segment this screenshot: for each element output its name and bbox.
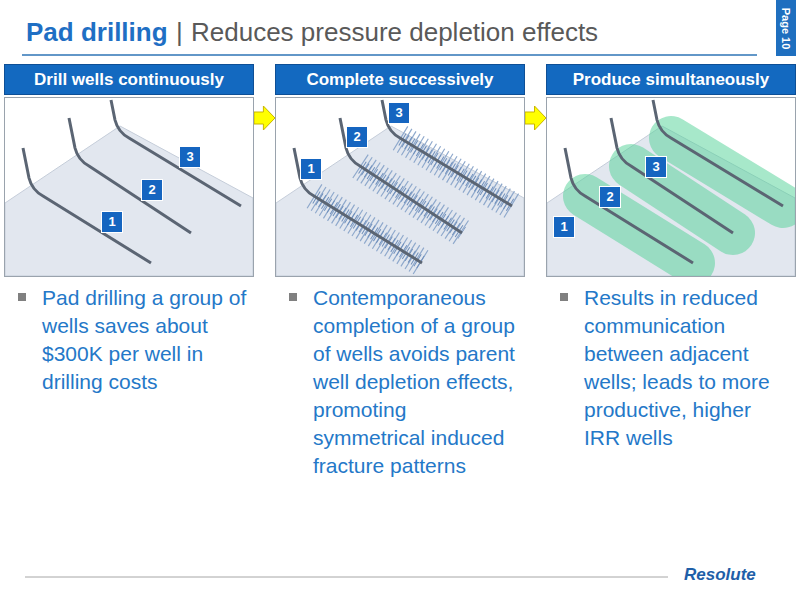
wellbore <box>611 118 733 233</box>
header-text: Produce simultaneously <box>573 70 770 89</box>
well-illustration <box>276 100 524 276</box>
wellbore <box>382 100 512 206</box>
page-tab <box>776 0 796 56</box>
well-illustration <box>547 100 795 276</box>
header-text: Complete successively <box>306 70 493 89</box>
flow-arrow <box>254 106 275 130</box>
well-illustration <box>5 100 253 276</box>
callout-number: 3 <box>645 156 667 178</box>
footer-rule <box>25 577 668 578</box>
title-rule <box>22 54 757 56</box>
header-band: Drill wells continuously <box>4 64 254 95</box>
wellbore <box>69 118 191 233</box>
callout-number: 2 <box>346 126 368 148</box>
callout-number: 2 <box>141 179 163 201</box>
illustration-panel <box>275 97 525 277</box>
reservoir-plane <box>547 126 795 276</box>
wellbore <box>653 100 783 206</box>
callout-number: 2 <box>599 186 621 208</box>
slide-title: Pad drilling <box>26 17 168 48</box>
bullet-text: Contemporaneous completion of a group of… <box>313 284 521 480</box>
illustration-panel <box>546 97 796 277</box>
title-separator: | <box>176 17 183 48</box>
callout-number: 1 <box>553 216 575 238</box>
flow-arrow <box>525 106 546 130</box>
wellbore <box>340 118 462 233</box>
callout-number: 3 <box>388 102 410 124</box>
callout-number: 1 <box>300 158 322 180</box>
bullet-mark <box>560 293 568 301</box>
wellbore <box>111 100 241 206</box>
header-band: Complete successively <box>275 64 525 95</box>
title-subtitle: Reduces pressure depletion effects <box>191 17 598 48</box>
page-number: Page 10 <box>779 7 792 49</box>
company-logo: Resolute <box>684 565 756 585</box>
illustration-panel <box>4 97 254 277</box>
process-panel: Produce simultaneously <box>546 64 796 277</box>
reservoir-plane <box>5 126 253 276</box>
process-panel: Drill wells continuously <box>4 64 254 277</box>
bullet-mark <box>18 293 26 301</box>
bullet-text: Results in reduced communication between… <box>584 284 792 452</box>
bullet-mark <box>289 293 297 301</box>
callout-number: 1 <box>101 211 123 233</box>
header-text: Drill wells continuously <box>34 70 224 89</box>
header-band: Produce simultaneously <box>546 64 796 95</box>
bullet-text: Pad drilling a group of wells saves abou… <box>42 284 250 396</box>
callout-number: 3 <box>179 146 201 168</box>
reservoir-plane <box>276 126 524 276</box>
